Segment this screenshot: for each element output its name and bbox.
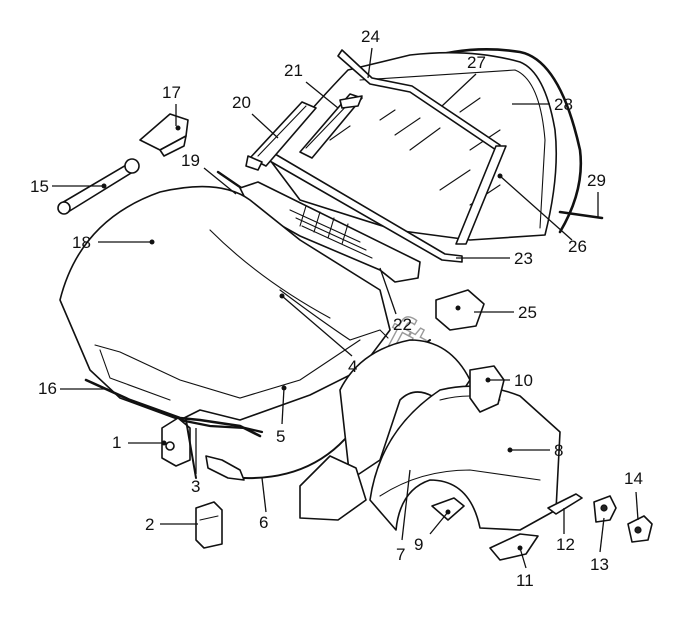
callout-6: 6: [259, 513, 268, 532]
callout-4: 4: [348, 357, 357, 376]
part-1-hood-latch: [161, 417, 191, 467]
leader-26: [499, 175, 573, 241]
leader-dot-9: [445, 509, 451, 515]
part-26-pillar-moulding: [455, 145, 507, 245]
callout-26: 26: [568, 237, 587, 256]
leader-dot-11: [517, 545, 523, 551]
leader-lines: [52, 47, 639, 569]
leader-dot-1: [161, 440, 167, 446]
part-20-wiper-blade: [245, 101, 317, 171]
callout-24: 24: [361, 27, 380, 46]
callout-11: 11: [516, 571, 534, 590]
part-14-side-marker: [627, 515, 653, 543]
callout-29: 29: [587, 171, 606, 190]
callout-labels: 1 2 3 4 5 6 7 8 9 10 11 12 13 14 15 16 1…: [30, 27, 643, 590]
part-18-hood: [59, 185, 391, 421]
part-9-fender-support: [431, 497, 465, 521]
part-28-windshield-seal: [418, 48, 583, 234]
callout-5: 5: [276, 427, 285, 446]
callout-21: 21: [284, 61, 303, 80]
callout-23: 23: [514, 249, 533, 268]
leader-13: [599, 517, 605, 553]
leader-dot-5: [281, 385, 287, 391]
part-12-emblem: [547, 493, 583, 515]
leader-dot-18: [149, 239, 155, 245]
leader-5: [281, 387, 285, 425]
callout-8: 8: [554, 441, 563, 460]
callout-19: 19: [181, 151, 200, 170]
leader-9: [429, 511, 449, 535]
callout-22: 22: [393, 315, 412, 334]
part-17-hood-hinge: [139, 113, 189, 157]
callout-12: 12: [556, 535, 575, 554]
leader-dot-26: [497, 173, 503, 179]
callout-17: 17: [162, 83, 181, 102]
leader-dot-15: [101, 183, 107, 189]
part-5-hood-strip: [178, 418, 264, 434]
callout-9: 9: [414, 535, 423, 554]
part-10-fender-bracket: [469, 365, 505, 413]
callout-27: 27: [467, 53, 486, 72]
part-4-latch-cable: [279, 289, 389, 341]
leader-7: [401, 469, 411, 541]
leader-dot-4: [279, 293, 285, 299]
callout-20: 20: [232, 93, 251, 112]
leader-4: [281, 295, 353, 357]
callout-25: 25: [518, 303, 537, 322]
leader-27: [441, 73, 477, 107]
callout-10: 10: [514, 371, 533, 390]
leader-11: [519, 547, 527, 569]
callout-28: 28: [554, 95, 573, 114]
leader-22: [379, 267, 397, 315]
part-7-fender-liner: [299, 339, 471, 521]
callout-13: 13: [590, 555, 609, 574]
leader-dot-8: [507, 447, 513, 453]
callout-14: 14: [624, 469, 643, 488]
leader-20: [251, 113, 279, 139]
callout-16: 16: [38, 379, 57, 398]
callout-15: 15: [30, 177, 49, 196]
callout-7: 7: [396, 545, 405, 564]
leader-dot-10: [485, 377, 491, 383]
callout-18: 18: [72, 233, 91, 252]
leader-21: [305, 81, 339, 109]
part-3-release-rod: [185, 419, 197, 479]
part-2-latch-bracket: [195, 501, 223, 549]
leader-19: [203, 167, 237, 195]
part-21-wiper-arm: [299, 93, 363, 159]
callout-3: 3: [191, 477, 200, 496]
callout-2: 2: [145, 515, 154, 534]
leader-24: [367, 47, 373, 79]
part-25-cowl-bracket: [435, 289, 485, 331]
leader-14: [635, 491, 639, 521]
part-8-front-fender: [369, 385, 561, 531]
leader-6: [261, 477, 267, 513]
part-24-upper-moulding: [337, 49, 501, 151]
part-15-hood-strut: [57, 158, 140, 215]
part-11-lower-bracket: [489, 533, 539, 561]
part-13-side-marker: [593, 495, 617, 523]
part-29-side-strip: [558, 210, 604, 220]
callout-1: 1: [112, 433, 121, 452]
